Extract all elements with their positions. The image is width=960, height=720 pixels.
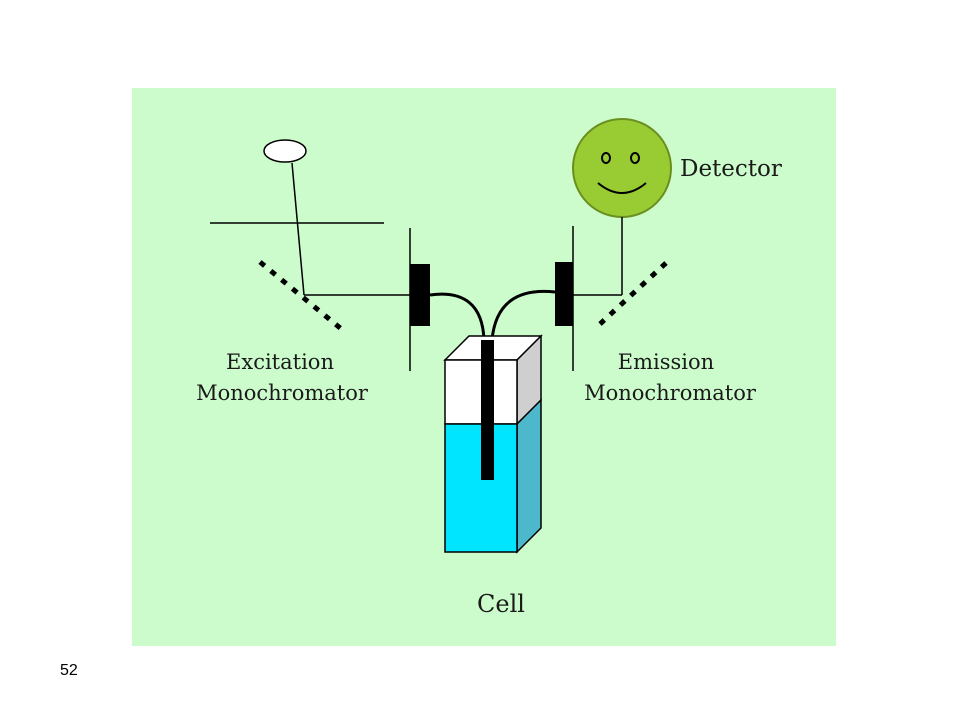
cell-side-face-lower [516,398,542,554]
emission-label-line1: Emission [618,350,714,374]
detector-label: Detector [680,156,782,182]
emission-fiber-coupler [555,262,573,326]
detector-left-eye-icon [601,152,611,164]
emission-grating [598,261,668,326]
detector-right-eye-icon [630,152,640,164]
fiber-probe [481,340,494,480]
detector-smile-icon [597,182,647,194]
page-number: 52 [60,662,78,679]
cell-label: Cell [477,590,525,618]
lamp-light-path [291,162,305,296]
fluorometer-diagram: Excitation Monochromator Emission Monoch… [132,88,836,646]
detector-icon [572,118,672,218]
excitation-label-line2: Monochromator [196,381,369,405]
excitation-fiber-cable [429,292,486,341]
emission-fiber-cable [490,289,556,341]
emission-label-line2: Monochromator [584,381,757,405]
excitation-grating [258,260,347,334]
lamp-icon [263,139,307,163]
excitation-fiber-coupler [410,264,430,326]
excitation-label-line1: Excitation [226,350,334,374]
